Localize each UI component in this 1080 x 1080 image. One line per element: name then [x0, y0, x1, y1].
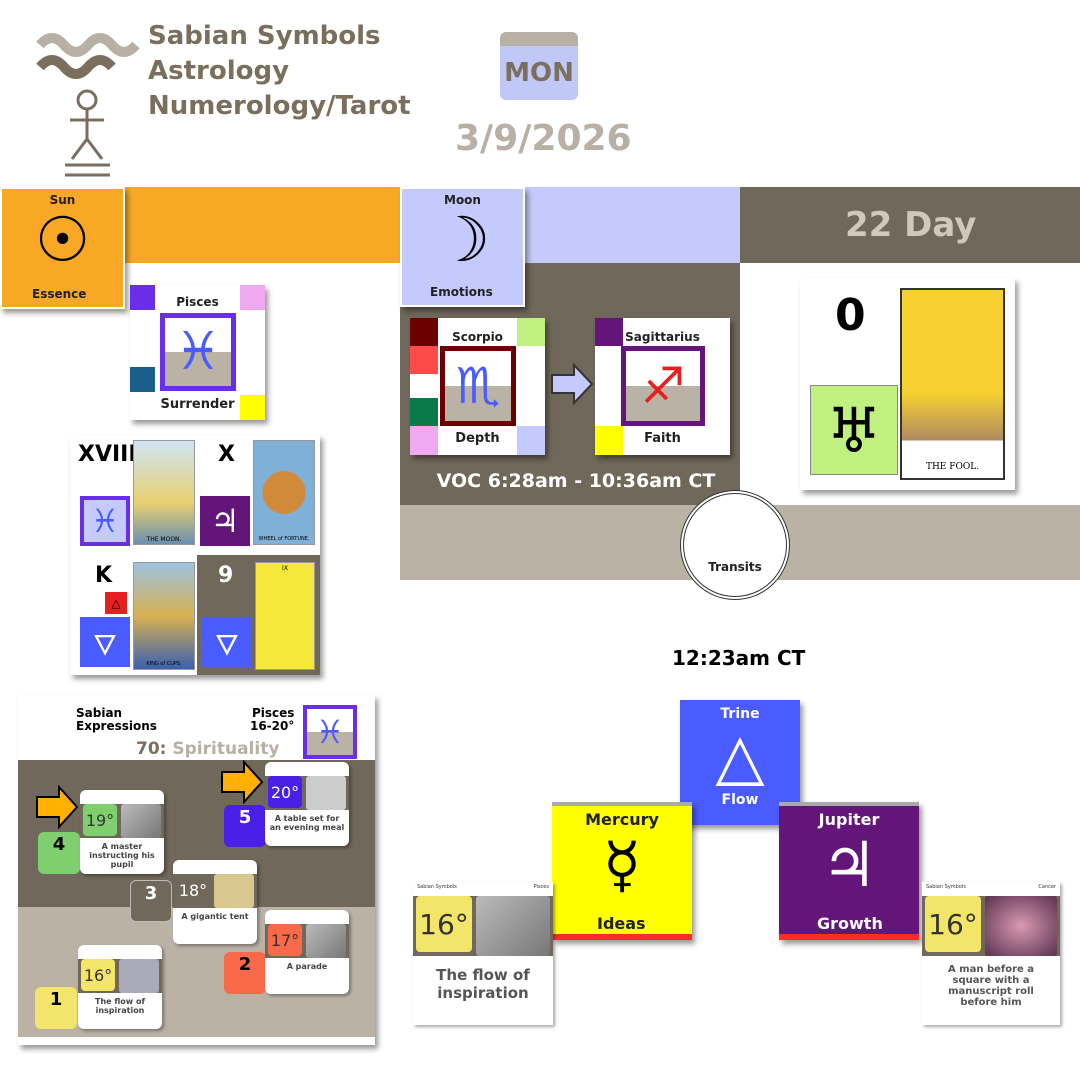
- planet-card-mercury[interactable]: Mercury ☿ Ideas: [552, 802, 692, 940]
- expression-number-4: 4: [38, 832, 80, 874]
- arrow-icon: [35, 784, 79, 833]
- tarot-pisces-icon: ♓: [80, 496, 130, 546]
- moon-sign-from[interactable]: Scorpio ♏ Depth: [410, 318, 545, 455]
- moon-card[interactable]: Moon ☽ Emotions: [400, 187, 525, 307]
- tarot-jupiter-icon: ♃: [200, 496, 250, 546]
- expression-card-18[interactable]: 18°A gigantic tent: [173, 860, 257, 944]
- expression-number-1: 1: [35, 987, 77, 1029]
- brand-line-2: Astrology: [148, 56, 290, 86]
- trine-icon: △: [715, 720, 765, 794]
- pisces-mini-icon: ♓: [303, 705, 357, 759]
- sun-icon: ☉: [34, 203, 91, 276]
- sun-card[interactable]: Sun ☉ Essence: [0, 187, 125, 309]
- transits-badge[interactable]: Transits: [680, 490, 790, 600]
- day-number: 0: [835, 290, 866, 341]
- mercury-icon: ☿: [602, 828, 642, 901]
- brand-line-3: Numerology/Tarot: [148, 91, 411, 121]
- fire-element-icon: △: [105, 592, 127, 614]
- day-label: 22 Day: [845, 205, 977, 245]
- jupiter-icon: ♃: [821, 828, 877, 901]
- logo: [35, 25, 140, 185]
- planet-card-jupiter[interactable]: Jupiter ♃ Growth: [779, 802, 919, 940]
- expression-card-20[interactable]: 20°A table set for an evening meal: [265, 762, 349, 846]
- expression-number-3: 3: [130, 880, 172, 922]
- transit-time: 12:23am CT: [672, 646, 806, 670]
- tarot-card-king-cups[interactable]: KING of CUPS.: [133, 562, 195, 670]
- scorpio-icon: ♏: [440, 346, 516, 426]
- pisces-icon: ♓: [174, 322, 222, 382]
- date: 3/9/2026: [455, 118, 632, 159]
- tarot-card-wheel[interactable]: WHEEL of FORTUNE.: [253, 440, 315, 545]
- weekday: MON: [504, 58, 574, 88]
- tarot-card-nine-cups[interactable]: IX: [255, 562, 315, 670]
- brand-line-1: Sabian Symbols: [148, 21, 381, 51]
- arrow-right-icon: [550, 362, 594, 410]
- expression-number-5: 5: [224, 805, 266, 847]
- tarot-card-moon[interactable]: THE MOON.: [133, 440, 195, 545]
- expression-card-19[interactable]: 19°A master instructing his pupil: [80, 790, 164, 874]
- tarot-cup-icon-2: 🜄: [202, 617, 252, 667]
- expression-card-17[interactable]: 17°A parade: [265, 910, 349, 994]
- sagittarius-icon: ♐: [621, 346, 705, 426]
- uranus-icon: ♅: [810, 385, 898, 475]
- moon-sign-to[interactable]: Sagittarius ♐ Faith: [595, 318, 730, 455]
- sun-sign-card[interactable]: Pisces ♓ Surrender: [130, 285, 265, 420]
- moon-icon: ☽: [434, 203, 491, 276]
- voc-time: VOC 6:28am - 10:36am CT: [436, 470, 716, 492]
- expression-card-16[interactable]: 16°The flow of inspiration: [78, 945, 162, 1029]
- expression-number-2: 2: [224, 952, 266, 994]
- arrow-icon: [220, 759, 264, 808]
- calendar-icon: MON: [500, 32, 578, 100]
- tarot-card-fool[interactable]: THE FOOL.: [900, 288, 1005, 480]
- tarot-cup-icon: 🜄: [80, 617, 130, 667]
